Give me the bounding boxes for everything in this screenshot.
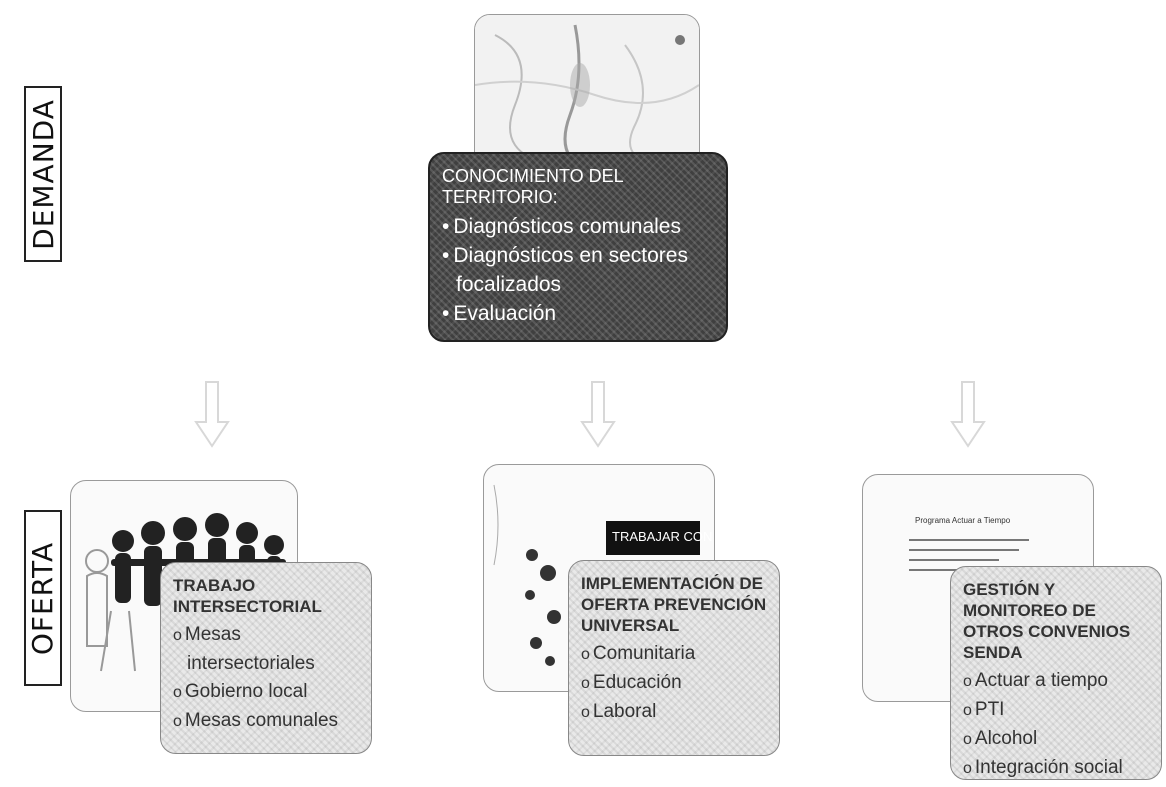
territory-map-image xyxy=(474,14,700,176)
list-item: Evaluación xyxy=(442,299,716,328)
demand-label-text: DEMANDA xyxy=(26,98,60,250)
intersectoral-work-box: TRABAJO INTERSECTORIAL Mesas intersector… xyxy=(160,562,372,754)
demand-label: DEMANDA xyxy=(24,86,62,262)
other-agreements-title: GESTIÓN Y MONITOREO DE OTROS CONVENIOS S… xyxy=(963,580,1131,662)
black-label-text: TRABAJAR CON xyxy=(612,529,712,544)
territory-knowledge-list: Diagnósticos comunales Diagnósticos en s… xyxy=(442,212,716,328)
offer-label: OFERTA xyxy=(24,510,62,686)
list-item: Mesas intersectoriales xyxy=(173,621,361,678)
down-arrow-icon xyxy=(194,381,230,448)
doc-title-text: Programa Actuar a Tiempo xyxy=(915,516,1011,525)
list-item: Diagnósticos en sectores focalizados xyxy=(442,241,716,299)
list-item: Laboral xyxy=(581,698,769,727)
doc-line xyxy=(909,569,979,571)
down-arrow-icon xyxy=(580,381,616,448)
map-illustration xyxy=(475,15,699,175)
universal-prevention-box: IMPLEMENTACIÓN DE OFERTA PREVENCIÓN UNIV… xyxy=(568,560,780,756)
prevention-illustration: TRABAJAR CON xyxy=(493,484,712,666)
list-item: Gobierno local xyxy=(173,678,361,707)
list-item: Actuar a tiempo xyxy=(963,667,1151,696)
territory-knowledge-title: CONOCIMIENTO DEL TERRITORIO: xyxy=(442,166,624,207)
list-item: Mesas comunales xyxy=(173,707,361,736)
down-arrow-icon xyxy=(950,381,986,448)
universal-prevention-title: IMPLEMENTACIÓN DE OFERTA PREVENCIÓN UNIV… xyxy=(581,574,767,635)
list-item: Integración social xyxy=(963,754,1151,783)
document-illustration: Programa Actuar a Tiempo xyxy=(915,516,1011,525)
intersectoral-work-title: TRABAJO INTERSECTORIAL xyxy=(173,576,322,616)
list-item: Alcohol xyxy=(963,725,1151,754)
offer-label-text: OFERTA xyxy=(26,541,60,655)
doc-line xyxy=(909,539,1029,541)
list-item: Comunitaria xyxy=(581,640,769,669)
universal-prevention-list: Comunitaria Educación Laboral xyxy=(581,640,769,727)
doc-line xyxy=(909,549,1019,551)
intersectoral-work-list: Mesas intersectoriales Gobierno local Me… xyxy=(173,621,361,736)
list-item: PTI xyxy=(963,696,1151,725)
list-item: Educación xyxy=(581,669,769,698)
other-agreements-box: GESTIÓN Y MONITOREO DE OTROS CONVENIOS S… xyxy=(950,566,1162,780)
territory-knowledge-box: CONOCIMIENTO DEL TERRITORIO: Diagnóstico… xyxy=(428,152,728,342)
list-item: Diagnósticos comunales xyxy=(442,212,716,241)
doc-line xyxy=(909,559,999,561)
other-agreements-list: Actuar a tiempo PTI Alcohol Integración … xyxy=(963,667,1151,783)
